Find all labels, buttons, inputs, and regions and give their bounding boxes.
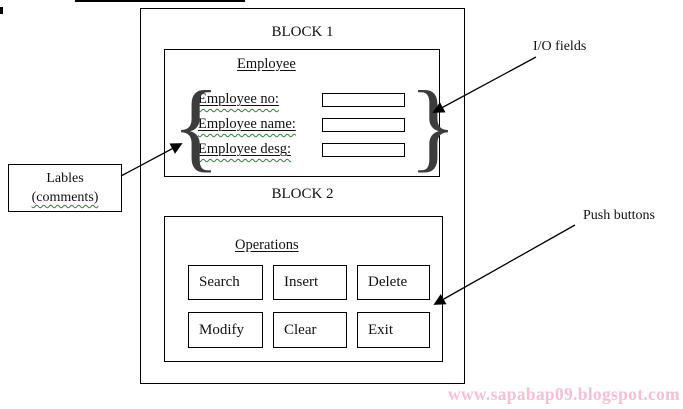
io-fields-annotation: I/O fields bbox=[533, 39, 587, 54]
employee-desg-label: Employee desg: bbox=[198, 141, 291, 158]
push-buttons-annotation: Push buttons bbox=[583, 208, 655, 223]
employee-panel-heading: Employee bbox=[237, 56, 296, 72]
employee-desg-field[interactable] bbox=[322, 143, 405, 157]
labels-annotation-line2: (comments) bbox=[31, 190, 99, 205]
labels-annotation-line1: Lables bbox=[46, 171, 84, 186]
employee-name-label: Employee name: bbox=[198, 116, 296, 133]
employee-no-label: Employee no: bbox=[198, 91, 279, 108]
operations-panel-heading: Operations bbox=[235, 237, 299, 253]
exit-button[interactable]: Exit bbox=[357, 312, 430, 348]
employee-desg-label-text: Employee desg: bbox=[198, 141, 292, 157]
block1-title: BLOCK 1 bbox=[271, 24, 334, 40]
crop-artifact-left-mark bbox=[0, 7, 3, 14]
employee-no-field[interactable] bbox=[322, 93, 405, 107]
modify-button[interactable]: Modify bbox=[188, 312, 263, 348]
employee-name-label-text: Employee name: bbox=[198, 116, 296, 132]
clear-button[interactable]: Clear bbox=[273, 312, 347, 348]
delete-button[interactable]: Delete bbox=[357, 265, 430, 300]
block2-title: BLOCK 2 bbox=[271, 186, 334, 202]
watermark: www.sapabap09.blogspot.com bbox=[448, 384, 680, 404]
insert-button[interactable]: Insert bbox=[273, 265, 347, 300]
labels-annotation-box: Lables (comments) bbox=[8, 164, 122, 212]
search-button[interactable]: Search bbox=[188, 265, 263, 300]
curly-brace-right-icon: } bbox=[409, 70, 457, 181]
curly-brace-left-icon: { bbox=[172, 70, 220, 181]
employee-no-label-text: Employee no: bbox=[198, 91, 279, 107]
employee-name-field[interactable] bbox=[322, 118, 405, 132]
crop-artifact-top-line bbox=[75, 0, 245, 2]
